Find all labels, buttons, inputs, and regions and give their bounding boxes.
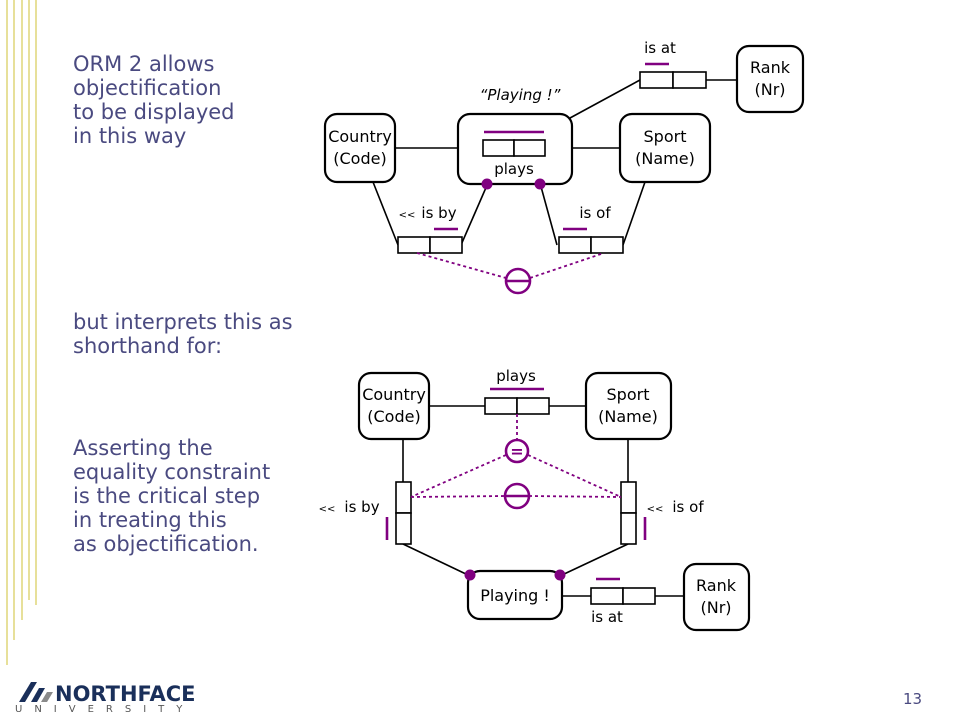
equality-symbol: = bbox=[510, 442, 523, 461]
logo-subtext: UNIVERSITY bbox=[15, 704, 195, 715]
role-box bbox=[482, 139, 515, 157]
role-box bbox=[672, 71, 707, 89]
entity-sport-name: Sport bbox=[644, 127, 687, 146]
fact-label-is-by: is by bbox=[344, 498, 379, 516]
role-box bbox=[397, 236, 431, 254]
mandatory-dot bbox=[481, 178, 493, 190]
entity-playing-name: Playing ! bbox=[480, 586, 550, 605]
fact-label-plays: plays bbox=[494, 160, 534, 178]
entity-sport bbox=[584, 371, 673, 441]
entity-country-name: Country bbox=[362, 385, 426, 404]
decor-line bbox=[13, 0, 15, 640]
fact-label-is-at: is at bbox=[644, 39, 676, 57]
role-box bbox=[513, 139, 546, 157]
entity-country-name: Country bbox=[328, 127, 392, 146]
mandatory-dot bbox=[534, 178, 546, 190]
fact-label-is-of: is of bbox=[579, 204, 611, 222]
entity-country bbox=[323, 112, 397, 184]
shorthand-text: but interprets this as shorthand for: bbox=[73, 310, 293, 358]
role-box bbox=[516, 397, 550, 415]
equality-constraint bbox=[504, 438, 530, 464]
entity-country-ref: (Code) bbox=[367, 407, 420, 426]
mandatory-dot bbox=[464, 569, 476, 581]
constraint-link bbox=[410, 495, 506, 498]
logo-mark-icon bbox=[19, 682, 53, 702]
connector bbox=[372, 181, 399, 246]
constraint-link bbox=[527, 454, 622, 498]
entity-sport-name: Sport bbox=[607, 385, 650, 404]
role-box bbox=[429, 236, 463, 254]
entity-sport-ref: (Name) bbox=[635, 149, 695, 168]
role-box bbox=[622, 587, 656, 605]
entity-rank-name: Rank bbox=[750, 58, 791, 77]
reading-direction-arrow: << bbox=[399, 210, 416, 221]
constraint-link bbox=[528, 495, 622, 498]
fact-label-is-of: is of bbox=[672, 498, 704, 516]
constraint-link bbox=[416, 252, 507, 279]
role-box bbox=[395, 481, 412, 514]
entity-rank-name: Rank bbox=[696, 576, 737, 595]
constraint-link bbox=[410, 454, 507, 498]
entity-rank-ref: (Nr) bbox=[700, 598, 731, 617]
fact-label-is-by: is by bbox=[421, 204, 456, 222]
role-box bbox=[558, 236, 592, 254]
entity-country bbox=[357, 371, 431, 441]
connector bbox=[402, 543, 469, 576]
entity-country-ref: (Code) bbox=[333, 149, 386, 168]
intro-text: ORM 2 allows objectification to be displ… bbox=[73, 52, 235, 148]
role-box bbox=[590, 236, 624, 254]
decor-line bbox=[28, 0, 30, 600]
entity-sport-ref: (Name) bbox=[598, 407, 658, 426]
constraint-link bbox=[529, 252, 605, 279]
fact-label-plays: plays bbox=[496, 367, 536, 385]
entity-playing bbox=[466, 569, 564, 621]
page-number: 13 bbox=[903, 690, 923, 708]
entity-rank bbox=[735, 44, 805, 114]
role-box bbox=[620, 481, 637, 514]
connector bbox=[561, 543, 629, 576]
equality-text: Asserting the equality constraint is the… bbox=[73, 436, 271, 556]
role-box bbox=[620, 512, 637, 545]
reading-direction-arrow: << bbox=[647, 504, 664, 515]
connector bbox=[539, 182, 558, 246]
fact-label-is-at: is at bbox=[591, 608, 623, 626]
entity-rank bbox=[682, 562, 751, 632]
role-box bbox=[590, 587, 624, 605]
decor-line bbox=[6, 0, 8, 665]
objectified-name: “Playing !” bbox=[480, 86, 561, 104]
connector bbox=[569, 79, 641, 119]
connector bbox=[460, 182, 489, 246]
role-box bbox=[639, 71, 674, 89]
entity-rank-ref: (Nr) bbox=[754, 80, 785, 99]
decor-line bbox=[21, 0, 23, 620]
logo-wordmark: NORTHFACE bbox=[55, 682, 196, 706]
role-box bbox=[484, 397, 518, 415]
role-box bbox=[395, 512, 412, 545]
mandatory-dot bbox=[554, 569, 566, 581]
entity-sport bbox=[618, 112, 712, 184]
connector bbox=[622, 181, 646, 246]
reading-direction-arrow: << bbox=[319, 504, 336, 515]
northface-logo: NORTHFACE UNIVERSITY bbox=[15, 680, 196, 715]
decor-line bbox=[35, 0, 37, 605]
